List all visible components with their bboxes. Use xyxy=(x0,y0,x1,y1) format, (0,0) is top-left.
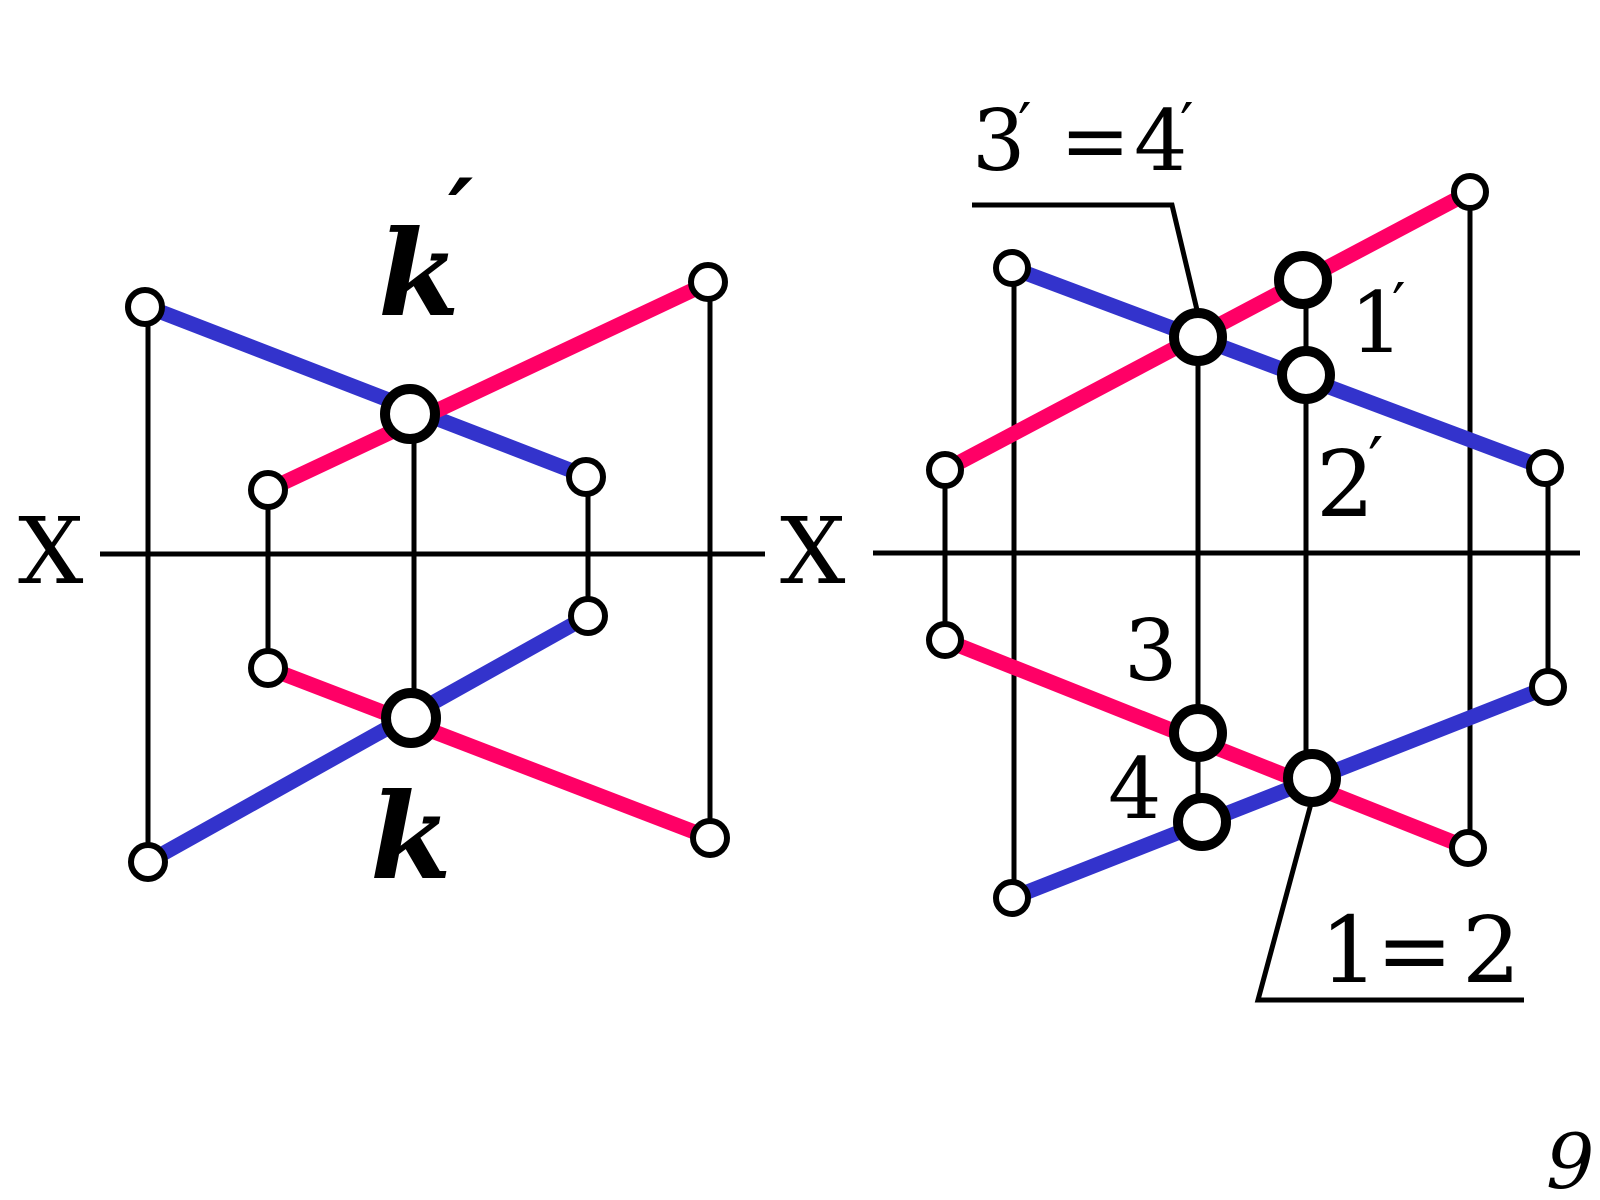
right-point-top-1 xyxy=(926,621,964,659)
left-top-red-segment xyxy=(265,660,713,846)
left-axis-label: X xyxy=(18,498,84,605)
right-point-top-4 xyxy=(1449,829,1487,867)
right-point-front-1 xyxy=(993,249,1031,287)
left-point-front-1 xyxy=(125,287,165,327)
left-view: X k ′ k xyxy=(18,158,765,906)
leader-1-2 xyxy=(1254,799,1524,1003)
right-point-front-4 xyxy=(1451,173,1489,211)
left-point-front-3 xyxy=(566,457,606,497)
left-point-top-3 xyxy=(128,842,168,882)
leader-3p-4p xyxy=(972,202,1200,311)
label-4p-prime: ′ xyxy=(1180,91,1194,161)
label-1p-digit: 1 xyxy=(1350,274,1403,372)
point-1p xyxy=(1274,251,1332,309)
label-4p-digit: 4 xyxy=(1134,92,1187,190)
label-1p-prime: ′ xyxy=(1392,271,1406,341)
left-intersection-top xyxy=(381,688,441,748)
label-3p-digit: 3 xyxy=(972,92,1025,190)
left-point-top-4 xyxy=(690,818,730,858)
left-intersection-front xyxy=(380,384,440,444)
label-3: 3 xyxy=(1124,602,1177,700)
label-k-prime-letter: k xyxy=(378,204,460,343)
point-1-2 xyxy=(1283,749,1341,807)
label-2-digit: 2 xyxy=(1462,897,1521,1004)
right-view: X 3 ′ = 4 xyxy=(780,91,1580,1004)
point-3p-4p xyxy=(1169,308,1227,366)
point-2p xyxy=(1277,346,1335,404)
label-4: 4 xyxy=(1108,740,1161,838)
right-point-top-2 xyxy=(1529,668,1567,706)
label-1-digit: 1 xyxy=(1320,897,1379,1004)
left-point-top-1 xyxy=(248,648,288,688)
page-number: 9 xyxy=(1546,1117,1594,1200)
right-point-front-2 xyxy=(926,451,964,489)
left-point-front-2 xyxy=(248,470,288,510)
left-point-front-4 xyxy=(688,262,728,302)
point-4 xyxy=(1173,793,1231,851)
label-2p-digit: 2 xyxy=(1316,431,1375,538)
label-eq-bottom: = xyxy=(1376,897,1453,1004)
label-3p-prime: ′ xyxy=(1018,91,1032,161)
left-point-top-2 xyxy=(568,596,608,636)
right-point-top-3 xyxy=(993,879,1031,917)
left-front-red-segment xyxy=(264,275,714,497)
point-3 xyxy=(1169,704,1227,762)
right-top-blue-segment xyxy=(1009,680,1551,905)
right-axis-label: X xyxy=(780,498,846,605)
label-2p-prime: ′ xyxy=(1368,424,1383,503)
label-k-prime-mark: ′ xyxy=(448,158,473,271)
left-front-blue-segment xyxy=(145,300,591,484)
left-top-blue-segment xyxy=(144,609,592,869)
right-point-front-3 xyxy=(1526,449,1564,487)
label-k: k xyxy=(370,767,452,906)
label-eq-top: = xyxy=(1060,92,1130,190)
